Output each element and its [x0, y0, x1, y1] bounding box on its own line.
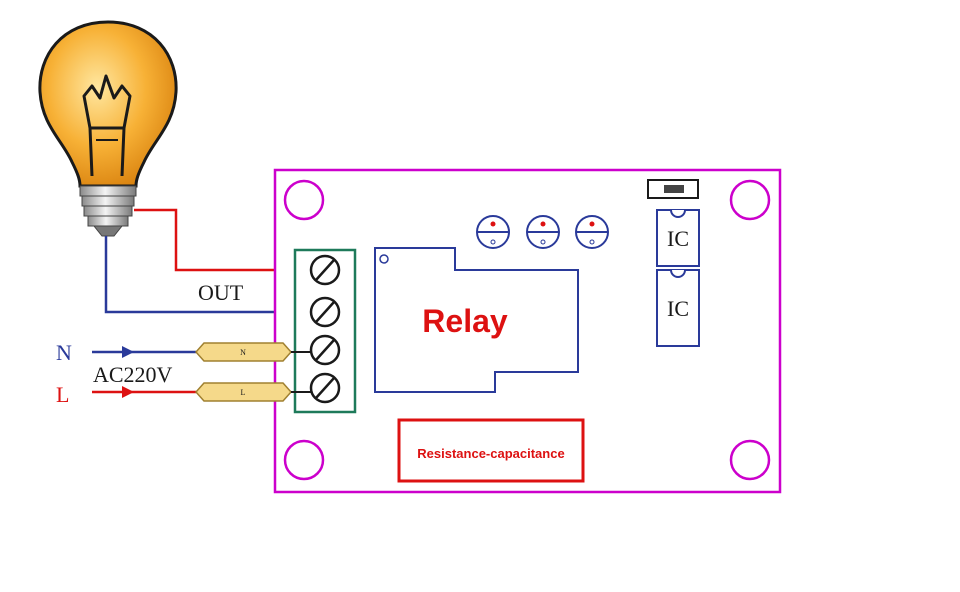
wire-out-red: [134, 208, 312, 272]
screw-terminal-icon: [309, 334, 341, 366]
connector-l-label: L: [241, 388, 246, 397]
relay-label: Relay: [422, 303, 508, 339]
relay-pin1-dot: [379, 254, 389, 264]
connector-l: L: [194, 382, 312, 402]
n-label: N: [56, 340, 72, 365]
wire-n: [92, 346, 196, 358]
ic-chip-2: IC: [656, 269, 700, 347]
wire-l: [92, 386, 196, 398]
relay-outline: [374, 247, 579, 393]
screw-terminal-icon: [309, 296, 341, 328]
led-icon: [575, 215, 609, 249]
mounting-hole: [283, 179, 325, 221]
rc-box-label: Resistance-capacitance: [417, 446, 564, 461]
ic-1-label: IC: [667, 226, 689, 251]
connector-n: N: [194, 342, 312, 362]
led-icon: [476, 215, 510, 249]
rc-box: Resistance-capacitance: [397, 418, 585, 483]
l-label: L: [56, 382, 69, 407]
screw-terminal-icon: [309, 254, 341, 286]
led-icon: [526, 215, 560, 249]
voltage-label: AC220V: [93, 362, 173, 387]
wire-out-blue: [104, 236, 312, 314]
ic-chip-1: IC: [656, 209, 700, 267]
mounting-hole: [729, 179, 771, 221]
out-label: OUT: [198, 280, 244, 305]
switch-icon: [647, 179, 699, 199]
light-bulb-icon: [38, 20, 178, 237]
connector-n-label: N: [240, 348, 246, 357]
ic-2-label: IC: [667, 296, 689, 321]
screw-terminal-icon: [309, 372, 341, 404]
terminal-block: [293, 248, 357, 414]
mounting-hole: [729, 439, 771, 481]
mounting-hole: [283, 439, 325, 481]
